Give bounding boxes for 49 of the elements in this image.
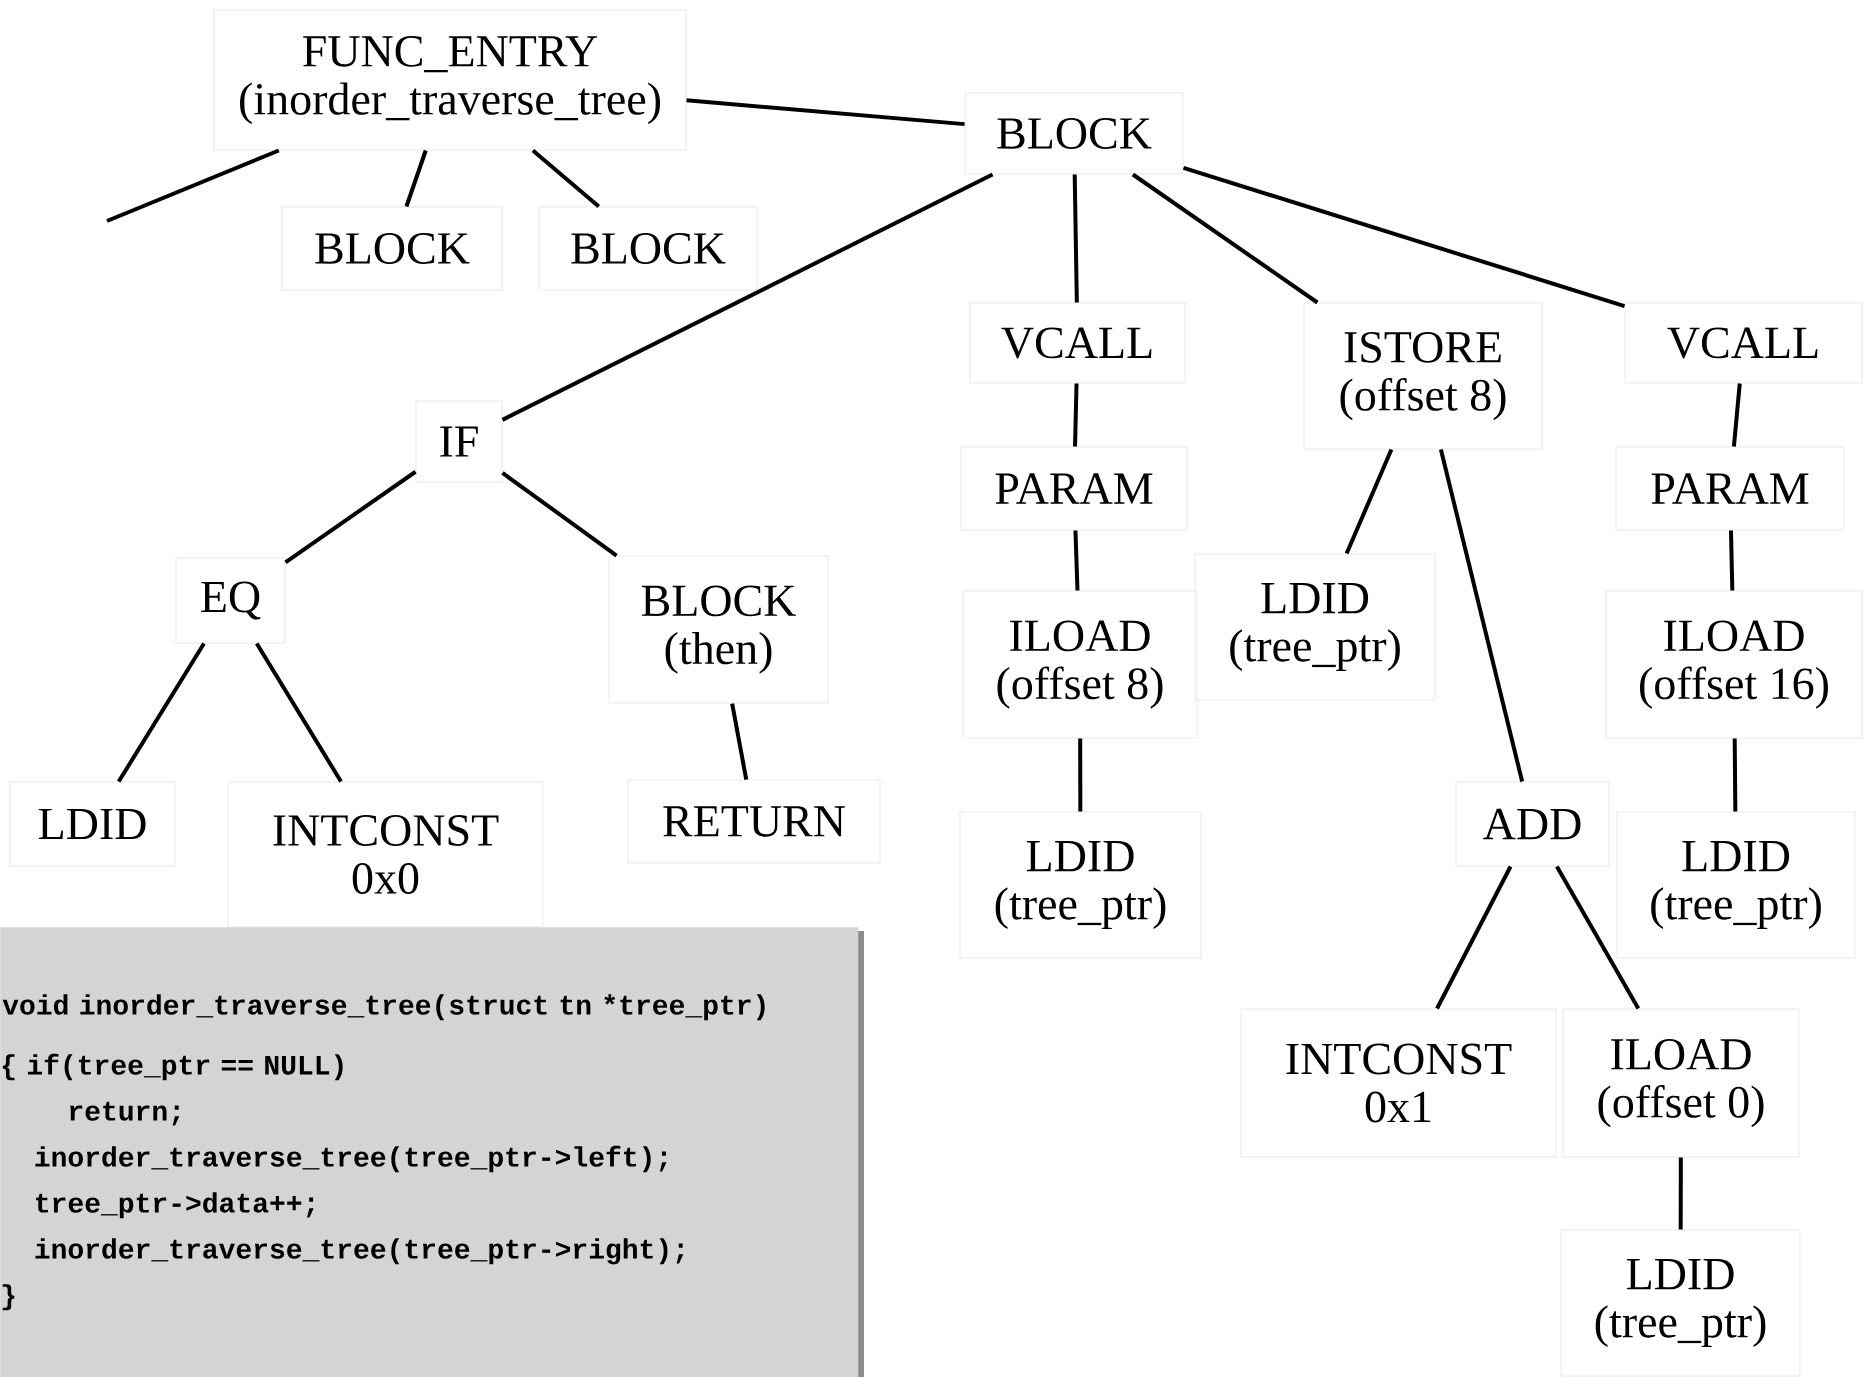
- tree-edge: [1073, 530, 1080, 591]
- tree-edge: [1072, 174, 1079, 303]
- tree-edge: [686, 98, 965, 127]
- tree-node-box: BLOCK (then): [608, 555, 829, 704]
- tree-node-box: LDID (tree_ptr): [1616, 811, 1856, 959]
- tree-edge: [531, 149, 601, 209]
- tree-edge: [1678, 1157, 1683, 1230]
- tree-edge: [117, 642, 206, 783]
- tree-node-box: VCALL: [1624, 302, 1863, 384]
- tree-node-box: LDID (tree_ptr): [1194, 553, 1436, 701]
- tree-edge: [106, 148, 280, 223]
- tree-edge: [1732, 738, 1738, 812]
- tree-node-box: RETURN: [627, 779, 881, 864]
- tree-edge: [1344, 448, 1394, 555]
- tree-edge: [1078, 738, 1083, 812]
- tree-edge: [404, 149, 428, 208]
- tree-node-box: FUNC_ENTRY (inorder_traverse_tree): [213, 9, 687, 151]
- tree-node-box: ILOAD (offset 8): [962, 590, 1198, 739]
- code-box: void inorder_traverse_tree(struct tn *tree_ptr) { if(tree_ptr == NULL) return; inorder_traverse_tree(tree_ptr->left); tree_ptr->data++; inorder_traverse_tree(tree_ptr->right); }: [0, 927, 864, 1377]
- tree-node-box: EQ: [175, 557, 286, 644]
- tree-node-box: IF: [415, 400, 503, 483]
- tree-edge: [1438, 449, 1525, 782]
- tree-edge: [1555, 865, 1641, 1010]
- tree-node-box: ILOAD (offset 0): [1562, 1008, 1800, 1158]
- tree-node-box: INTCONST 0x1: [1240, 1008, 1557, 1158]
- tree-node-box: BLOCK: [964, 92, 1184, 175]
- tree-edge: [730, 703, 749, 780]
- tree-node-box: ADD: [1455, 781, 1610, 867]
- tree-node-box: ISTORE (offset 8): [1303, 302, 1543, 450]
- tree-node-box: BLOCK: [281, 206, 503, 291]
- tree-edge: [1131, 172, 1319, 305]
- tree-node-box: LDID (tree_ptr): [1560, 1229, 1801, 1377]
- tree-node-box: LDID (tree_ptr): [959, 811, 1202, 959]
- tree-node-box: ILOAD (offset 16): [1605, 590, 1863, 739]
- tree-edge: [255, 642, 343, 783]
- tree-node-box: PARAM: [1615, 446, 1845, 531]
- tree-edge: [1728, 530, 1735, 591]
- tree-node-box: BLOCK: [538, 206, 758, 291]
- tree-node-box: VCALL: [969, 302, 1186, 384]
- tree-edge: [501, 172, 994, 422]
- tree-edge: [1182, 165, 1626, 308]
- tree-node-box: INTCONST 0x0: [227, 781, 544, 928]
- tree-edge: [501, 471, 618, 558]
- tree-node-box: LDID: [9, 781, 176, 867]
- tree-edge: [1435, 865, 1513, 1010]
- tree-edge: [1073, 383, 1079, 447]
- tree-edge: [1731, 383, 1742, 447]
- tree-edge: [284, 470, 417, 564]
- tree-node-box: PARAM: [960, 446, 1188, 531]
